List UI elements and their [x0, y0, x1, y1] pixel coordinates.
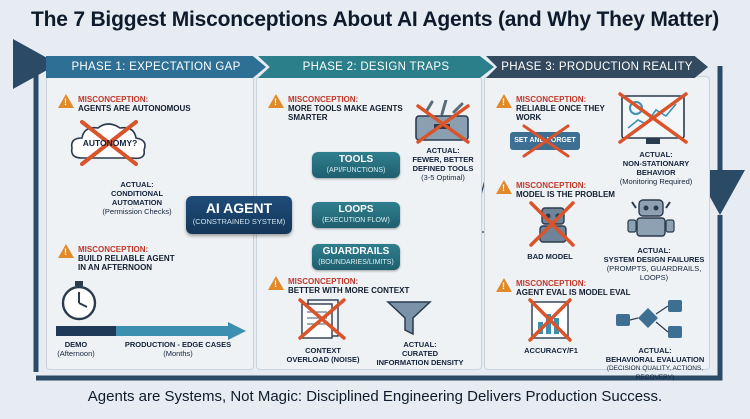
- warning-icon: !: [58, 244, 74, 258]
- cloud-label: AUTONOMY?: [82, 138, 138, 148]
- warning-icon: !: [58, 94, 74, 108]
- tools-node: TOOLS (API/FUNCTIONS): [312, 152, 400, 178]
- footer-tagline: Agents are Systems, Not Magic: Disciplin…: [87, 388, 663, 405]
- phase3-banner: PHASE 3: PRODUCTION REALITY: [486, 56, 708, 78]
- dashboard-icon: [618, 92, 688, 144]
- p3-actual-1: ACTUAL: NON-STATIONARY BEHAVIOR (Monitor…: [619, 150, 693, 186]
- accuracy-chart-icon: [528, 298, 572, 342]
- p2-actual-1: ACTUAL: FEWER, BETTER DEFINED TOOLS (3-5…: [412, 146, 474, 182]
- p3-misconception-3: MISCONCEPTION: AGENT EVAL IS MODEL EVAL: [516, 279, 631, 297]
- warning-icon: !: [268, 276, 284, 290]
- bad-model-label: BAD MODEL: [527, 252, 573, 261]
- system-robot-icon: [627, 199, 675, 237]
- loops-node: LOOPS (EXECUTION FLOW): [312, 202, 400, 228]
- production-label: PRODUCTION - EDGE CASES (Months): [124, 340, 232, 358]
- p1-actual-1: ACTUAL: CONDITIONAL AUTOMATION (Permissi…: [102, 180, 172, 216]
- p3-actual-3: ACTUAL: BEHAVIORAL EVALUATION (DECISION …: [605, 346, 705, 381]
- autonomy-cloud-icon: [70, 120, 146, 166]
- warning-icon: !: [268, 94, 284, 108]
- phase1-banner: PHASE 1: EXPECTATION GAP: [46, 56, 266, 78]
- p3-actual-2: ACTUAL: SYSTEM DESIGN FAILURES (PROMPTS,…: [603, 246, 705, 282]
- p2-misconception-1: MISCONCEPTION: MORE TOOLS MAKE AGENTS SM…: [288, 95, 403, 122]
- page-title: The 7 Biggest Misconceptions About AI Ag…: [30, 8, 719, 31]
- p1-misconception-1: MISCONCEPTION: AGENTS ARE AUTONOMOUS: [78, 95, 191, 113]
- demo-label: DEMO (Afternoon): [57, 340, 95, 358]
- flowchart-icon: [616, 300, 682, 338]
- warning-icon: !: [496, 278, 512, 292]
- p3-misconception-1: MISCONCEPTION: RELIABLE ONCE THEY WORK: [516, 95, 605, 122]
- robot-icon: [529, 201, 575, 247]
- p3-misconception-2: MISCONCEPTION: MODEL IS THE PROBLEM: [516, 181, 615, 199]
- ai-agent-node: AI AGENT (CONSTRAINED SYSTEM): [186, 196, 292, 234]
- cross-mark-icon: [522, 124, 570, 158]
- warning-icon: !: [496, 94, 512, 108]
- toolbox-icon: [415, 100, 470, 144]
- accuracy-label: ACCURACY/F1: [524, 346, 578, 355]
- timeline-arrow: [56, 322, 246, 340]
- warning-icon: !: [496, 180, 512, 194]
- p1-misconception-2: MISCONCEPTION: BUILD RELIABLE AGENT IN A…: [78, 245, 175, 272]
- p2-misconception-2: MISCONCEPTION: BETTER WITH MORE CONTEXT: [288, 277, 410, 295]
- phase2-banner: PHASE 2: DESIGN TRAPS: [258, 56, 494, 78]
- p2-actual-2: ACTUAL: CURATED INFORMATION DENSITY: [376, 340, 464, 367]
- documents-icon: [298, 298, 346, 340]
- guardrails-node: GUARDRAILS (BOUNDARIES/LIMITS): [312, 244, 400, 270]
- funnel-icon: [386, 301, 432, 336]
- stopwatch-icon: [61, 281, 97, 321]
- context-overload-label: CONTEXT OVERLOAD (NOISE): [286, 346, 360, 364]
